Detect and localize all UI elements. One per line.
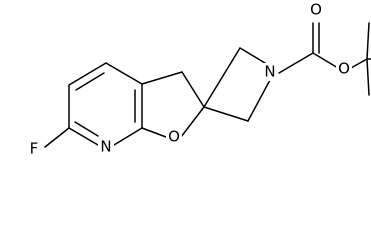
- bond-pyridine-c5-c6: [105, 62, 143, 85]
- bond-azetidine-n-lower: [247, 79, 271, 122]
- bond-pyridine-c4-c5: [68, 62, 107, 86]
- bond-pyridine-n-c2: [68, 127, 99, 146]
- ester-oxygen-atom-label: O: [338, 60, 350, 78]
- carbonyl-oxygen-atom-label: O: [310, 1, 322, 19]
- double-bond-pyridine-inner-bottom: [74, 121, 99, 137]
- furan-oxygen-atom-label: O: [168, 128, 180, 146]
- bond-n-carbonyl-carbon: [278, 52, 314, 74]
- bond-ester-oxygen-tert-butyl-carbon: [350, 58, 368, 69]
- bond-carbonyl-carbon-ester-oxygen: [312, 52, 339, 69]
- bond-pyridine-c7a-n: [113, 127, 143, 146]
- furan-oxygen-label-background: [166, 128, 182, 146]
- bond-c3a-ch2: [141, 71, 183, 85]
- azetidine-nitrogen-label-background: [262, 63, 278, 81]
- structure-canvas: F N O N O O: [27, 0, 371, 158]
- azetidine-nitrogen-atom-label: N: [264, 63, 275, 81]
- bond-ch2-spiro: [181, 71, 205, 108]
- bond-tert-butyl-methyl-up: [366, 22, 370, 60]
- pyridine-nitrogen-label-background: [98, 138, 114, 156]
- chemical-structure-diagram: F N O N O O: [27, 0, 371, 158]
- carbonyl-oxygen-label-background: [308, 1, 324, 19]
- fluorine-label-background: [27, 139, 43, 157]
- fluorine-atom-label: F: [30, 140, 39, 158]
- bond-tert-butyl-methyl-down: [366, 58, 370, 96]
- pyridine-nitrogen-atom-label: N: [100, 138, 111, 156]
- double-bond-pyridine-inner-left: [75, 72, 105, 91]
- bond-c2-f: [44, 127, 70, 148]
- bond-spiro-o: [180, 106, 205, 138]
- ester-oxygen-label-background: [336, 60, 352, 78]
- bond-o-c7a: [141, 127, 167, 138]
- bond-spiro-azetidine-upper: [203, 47, 241, 108]
- bond-azetidine-lower-spiro: [203, 106, 249, 122]
